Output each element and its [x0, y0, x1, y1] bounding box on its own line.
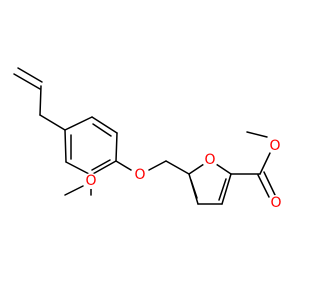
bond-allyl-terminal-double-b: [17, 67, 43, 83]
molecule-diagram: O O O O O: [13, 67, 284, 211]
bond-benzene-inner-2: [91, 159, 111, 171]
bond-allyl-ch2: [39, 114, 66, 131]
bond-ether-o-ch2: [148, 160, 167, 171]
bond-benzene-inner-1: [92, 123, 112, 137]
bond-carbonyl-double-b: [263, 171, 276, 196]
bond-benzene-1: [64, 116, 93, 131]
bond-furan-inner-2: [190, 179, 198, 199]
bond-furan-inner-1: [218, 178, 227, 201]
bond-methoxy-o-ch3: [64, 185, 84, 196]
bond-benzene-4: [90, 160, 117, 176]
bond-ring-ether-o: [115, 160, 132, 171]
bond-ester-o-methyl: [246, 131, 268, 138]
bond-benzene-6: [64, 129, 67, 163]
bond-carbonyl-ester-o: [259, 152, 271, 175]
structure-canvas: O O O O O: [13, 67, 284, 211]
bond-allyl-terminal-double-a: [13, 73, 41, 90]
bond-furan-c5-o: [188, 163, 205, 175]
bonds: [13, 67, 276, 205]
bond-ch2-furan: [165, 160, 190, 175]
carbonyl-oxygen-label: O: [270, 195, 281, 211]
bond-allyl-vinyl: [39, 85, 42, 116]
carbonyl-oxygen-atom: O: [268, 195, 284, 211]
ring-oxygen-atom: O: [202, 152, 218, 168]
bond-furan-o-c2: [215, 163, 232, 175]
ether-oxygen-atom: O: [132, 167, 148, 183]
bond-benzene-2: [91, 116, 118, 134]
ester-oxygen-atom: O: [267, 138, 283, 154]
methoxy-oxygen-atom: O: [83, 173, 99, 189]
atom-labels: O O O O O: [83, 138, 284, 211]
ether-oxygen-label: O: [134, 167, 145, 183]
methoxy-oxygen-label: O: [85, 173, 96, 189]
bond-furan-c2-c3: [221, 173, 232, 205]
ester-oxygen-label: O: [269, 138, 280, 154]
ring-oxygen-label: O: [204, 152, 215, 168]
bond-benzene-5: [65, 161, 92, 176]
bond-benzene-3: [115, 132, 118, 162]
bond-carbonyl-double-a: [257, 174, 270, 198]
